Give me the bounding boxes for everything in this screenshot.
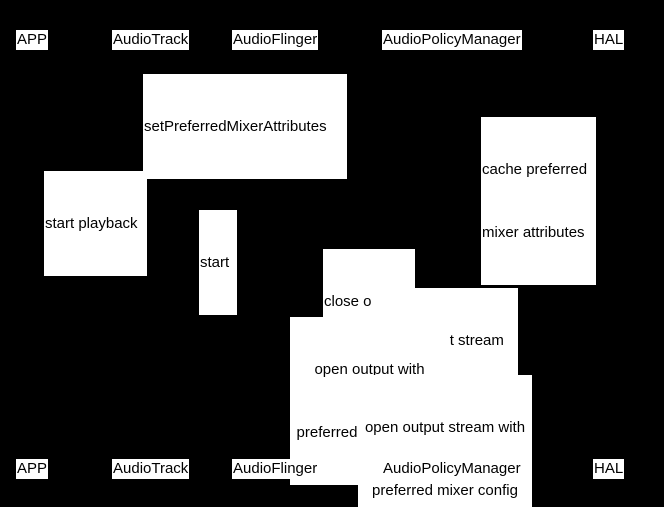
participant-header-audioflinger[interactable]: AudioFlinger <box>232 30 319 50</box>
message-line: open output stream with <box>364 419 526 436</box>
message-line: open output with <box>314 361 425 378</box>
message-start: start <box>199 210 237 315</box>
participant-footer-hal[interactable]: HAL <box>593 459 625 479</box>
participant-footer-audioflinger[interactable]: AudioFlinger <box>232 459 319 479</box>
participant-header-hal[interactable]: HAL <box>593 30 625 50</box>
lifeline-hal <box>610 0 611 507</box>
participant-header-audiotrack[interactable]: AudioTrack <box>112 30 190 50</box>
message-line: preferred mixer config <box>372 482 518 499</box>
message-line: cache preferred <box>482 161 588 178</box>
message-line: start playback <box>45 215 138 232</box>
message-start-playback: start playback <box>44 171 147 276</box>
message-line: mixer attributes <box>482 224 585 241</box>
participant-header-audiopolicymanager[interactable]: AudioPolicyManager <box>382 30 522 50</box>
lifeline-app <box>37 0 38 507</box>
message-open-output-stream-with-preferred-mixer-config: open output stream with preferred mixer … <box>358 375 532 507</box>
participant-header-app[interactable]: APP <box>16 30 49 50</box>
message-cache-preferred-mixer-attributes: cache preferred mixer attributes <box>481 117 596 285</box>
participant-footer-audiotrack[interactable]: AudioTrack <box>112 459 190 479</box>
message-line: setPreferredMixerAttributes <box>144 118 327 135</box>
message-line: start <box>200 254 230 271</box>
message-set-preferred-mixer-attributes: setPreferredMixerAttributes <box>143 74 347 179</box>
participant-footer-app[interactable]: APP <box>16 459 49 479</box>
participant-footer-audiopolicymanager[interactable]: AudioPolicyManager <box>382 459 522 479</box>
